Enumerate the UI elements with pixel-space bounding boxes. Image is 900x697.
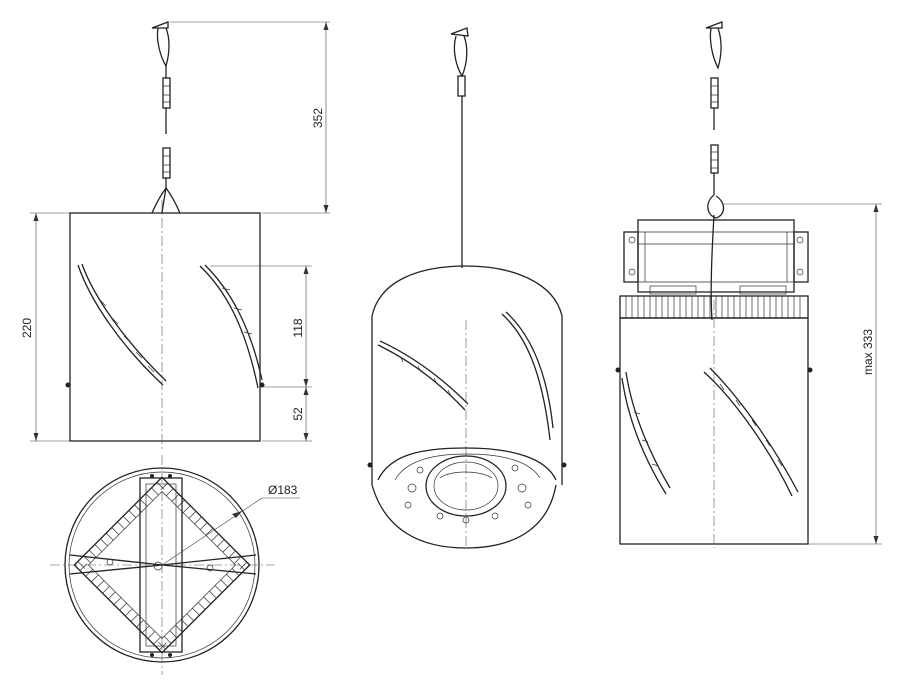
bottom-view: Ø183 <box>50 455 300 675</box>
cooling-slot-left <box>77 263 167 386</box>
cooling-slot-perspective-right <box>501 311 554 441</box>
dimension-slot-height: 118 <box>291 318 305 337</box>
driver-box <box>637 219 795 293</box>
dimension-body-height: 220 <box>20 318 34 338</box>
cylinder-body-front <box>69 212 261 442</box>
cable-clamp-side-lower <box>710 144 719 174</box>
cable-clamp-perspective <box>457 75 466 97</box>
dimension-slot-offset: 52 <box>291 407 305 421</box>
side-view: max 333 <box>615 21 882 548</box>
cooling-slot-perspective-left <box>377 340 469 411</box>
cooling-slot-side-right <box>703 367 799 497</box>
cable-clamp-lower <box>162 147 171 179</box>
cable-clamp-upper <box>162 77 171 109</box>
driver-bar <box>139 477 183 653</box>
cable-clamp-side-upper <box>710 77 719 109</box>
dimension-max-height: max 333 <box>861 329 875 375</box>
dimension-cable-length: 352 <box>311 108 325 128</box>
cooling-slot-side-left <box>621 371 671 495</box>
dimension-diameter: Ø183 <box>268 483 298 497</box>
lens <box>425 455 507 517</box>
front-view: 352 220 118 52 <box>20 21 330 452</box>
cooling-slot-right <box>199 264 263 389</box>
perspective-view <box>367 27 567 549</box>
